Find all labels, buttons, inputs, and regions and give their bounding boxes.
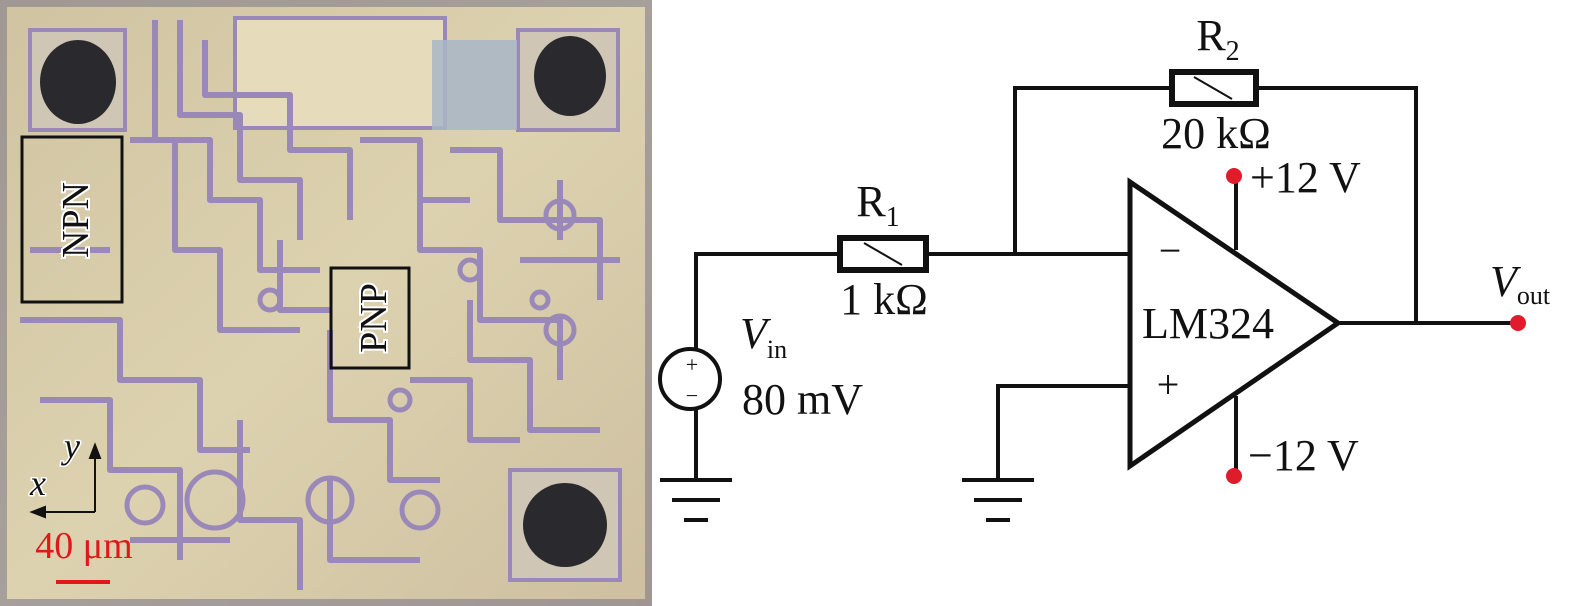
- r1-name: R: [856, 177, 886, 226]
- op-amp-label: LM324: [1142, 299, 1274, 348]
- pnp-label: PNP: [353, 283, 395, 353]
- vin-label: Vin: [740, 309, 787, 364]
- scale-bar-label: 40 μm: [35, 525, 132, 567]
- r1-value: 1 kΩ: [840, 275, 928, 324]
- negative-supply-terminal: [1226, 468, 1242, 484]
- positive-supply-terminal: [1226, 168, 1242, 184]
- resistor-r1-stripe: [863, 242, 903, 266]
- axes-indicator: [29, 442, 102, 519]
- axis-x-label: x: [29, 463, 46, 503]
- positive-supply-label: +12 V: [1250, 153, 1361, 202]
- vout-subscript: out: [1517, 281, 1551, 310]
- wires: [694, 86, 1518, 478]
- r2-subscript: 2: [1226, 36, 1240, 67]
- output-terminal: [1510, 315, 1526, 331]
- resistor-r2-stripe: [1193, 76, 1233, 100]
- npn-label: NPN: [55, 182, 97, 258]
- metal-traces: [20, 20, 620, 590]
- ground-symbol: [962, 478, 1034, 522]
- contact-rings: [124, 198, 577, 531]
- negative-supply-label: −12 V: [1248, 431, 1359, 480]
- npn-box: [20, 135, 124, 304]
- op-amp-triangle: [1127, 177, 1343, 471]
- r1-label: R1: [856, 177, 899, 233]
- vin-subscript: in: [767, 335, 787, 364]
- circuit-schematic: + − − + LM324 R2 20 kΩ R1 1 kΩ +12 V −12…: [658, 11, 1551, 522]
- resistor-r1: [837, 235, 929, 273]
- voltage-source: [658, 347, 722, 411]
- r2-value: 20 kΩ: [1161, 109, 1271, 158]
- r1-subscript: 1: [886, 202, 900, 233]
- op-amp-inverting-sign: −: [1159, 228, 1182, 273]
- vout-symbol: V: [1490, 257, 1522, 306]
- axis-y-label: y: [61, 426, 80, 466]
- vin-symbol: V: [740, 309, 772, 358]
- bond-pad: [523, 483, 607, 567]
- source-minus-sign: −: [686, 383, 698, 408]
- chip-micrograph: NPN PNP y x 40 μm: [0, 0, 652, 606]
- op-amp-noninverting-sign: +: [1157, 362, 1180, 407]
- source-plus-sign: +: [686, 352, 698, 377]
- ground-symbol: [660, 478, 732, 522]
- metal-plate: [233, 16, 447, 130]
- oxide-region: [432, 40, 517, 130]
- vout-label: Vout: [1490, 257, 1551, 310]
- vin-value: 80 mV: [742, 375, 863, 424]
- r2-name: R: [1196, 11, 1226, 60]
- bond-pad: [534, 36, 606, 116]
- bond-pad: [40, 40, 116, 124]
- r2-label: R2: [1196, 11, 1239, 67]
- pnp-box: [329, 266, 411, 370]
